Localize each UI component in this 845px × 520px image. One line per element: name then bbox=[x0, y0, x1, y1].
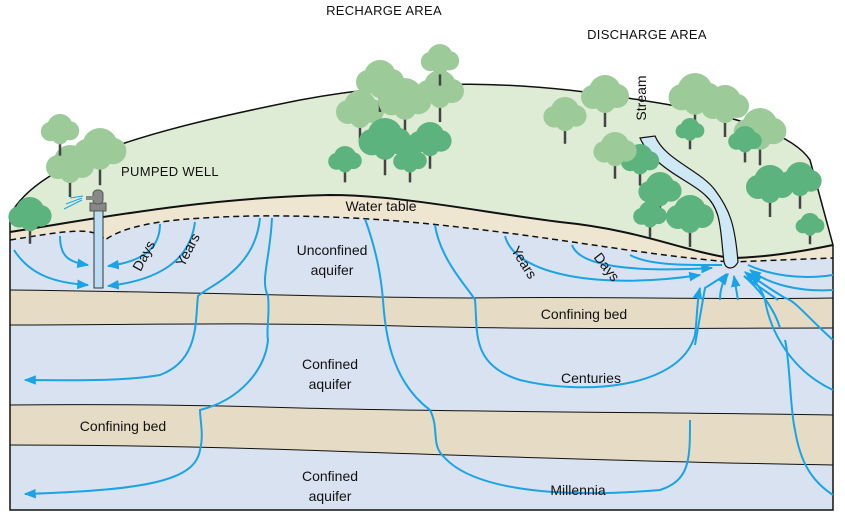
tree bbox=[633, 201, 667, 238]
flow-line bbox=[23, 217, 273, 499]
unconfined-aquifer bbox=[10, 215, 833, 299]
unconfined-aquifer-label-2: aquifer bbox=[311, 262, 354, 278]
flow-lines bbox=[13, 217, 834, 499]
confined-aquifer-upper-label-1: Confined bbox=[302, 356, 358, 372]
recharge-area-label: RECHARGE AREA bbox=[326, 3, 442, 18]
confining-bed-lower-label: Confining bed bbox=[80, 418, 166, 434]
tree bbox=[356, 60, 404, 112]
confined-aquifer-upper-label-2: aquifer bbox=[309, 376, 352, 392]
tree bbox=[593, 132, 637, 179]
confining-bed-lower bbox=[10, 404, 833, 465]
tree bbox=[795, 213, 825, 245]
flow-line bbox=[749, 274, 834, 341]
flow-line bbox=[106, 221, 196, 290]
centuries-label: Centuries bbox=[561, 370, 621, 386]
stream-label: Stream bbox=[633, 75, 649, 120]
pumped-well bbox=[63, 189, 107, 289]
pumped-well-label: PUMPED WELL bbox=[121, 164, 219, 179]
discharge-area-label: DISCHARGE AREA bbox=[587, 27, 707, 42]
flow-line bbox=[717, 273, 729, 301]
tree bbox=[543, 97, 587, 144]
flow-line bbox=[364, 218, 691, 495]
water-table-label: Water table bbox=[345, 198, 416, 214]
tree bbox=[378, 78, 432, 136]
flow-line bbox=[504, 235, 702, 282]
confined-aquifer-lower bbox=[10, 445, 833, 510]
tree bbox=[416, 70, 464, 122]
flow-line bbox=[23, 217, 261, 385]
flow-line bbox=[13, 249, 90, 290]
tree bbox=[328, 146, 362, 183]
confining-bed-upper-label: Confining bed bbox=[541, 306, 627, 322]
unconfined-aquifer-label-1: Unconfined bbox=[297, 242, 368, 258]
tree bbox=[336, 90, 384, 142]
confining-bed-upper bbox=[10, 290, 833, 329]
confined-aquifer-lower-label-1: Confined bbox=[302, 468, 358, 484]
tree bbox=[778, 162, 822, 209]
flow-line bbox=[59, 235, 90, 268]
flow-line bbox=[629, 254, 723, 267]
flow-line bbox=[731, 274, 741, 301]
tree bbox=[666, 195, 714, 247]
confined-aquifer-lower-label-2: aquifer bbox=[309, 488, 352, 504]
tree bbox=[638, 172, 682, 219]
trees bbox=[8, 44, 825, 247]
tree bbox=[581, 75, 629, 127]
flow-line bbox=[571, 244, 714, 274]
confined-aquifer-upper bbox=[10, 323, 833, 415]
millennia-label: Millennia bbox=[550, 482, 605, 498]
tree bbox=[701, 85, 749, 137]
tree bbox=[728, 126, 762, 163]
flow-line bbox=[747, 264, 834, 278]
land-surface bbox=[10, 84, 833, 258]
unsaturated-zone bbox=[10, 195, 833, 262]
flow-line bbox=[106, 223, 161, 270]
flow-line bbox=[434, 224, 703, 389]
tree bbox=[40, 114, 80, 156]
flow-line bbox=[694, 273, 728, 346]
flow-line bbox=[743, 275, 781, 329]
tree bbox=[73, 128, 127, 186]
tree bbox=[675, 118, 705, 150]
tree bbox=[8, 197, 52, 244]
tree bbox=[420, 44, 460, 86]
tree bbox=[393, 146, 427, 183]
flow-line bbox=[784, 339, 834, 496]
